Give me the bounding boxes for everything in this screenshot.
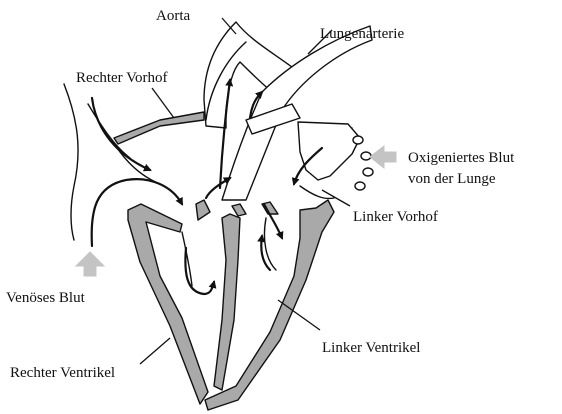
label-linker-vorhof: Linker Vorhof — [353, 209, 438, 225]
pulmonary-vein-opening-1 — [353, 136, 363, 144]
aortic-valve — [232, 204, 246, 216]
pulmonary-vein-opening-2 — [361, 152, 371, 160]
label-oxigeniertes-blut: Oxigeniertes Blut — [408, 150, 515, 166]
label-rechter-vorhof: Rechter Vorhof — [76, 70, 168, 86]
label-linker-ventrikel: Linker Ventrikel — [322, 340, 420, 356]
superior-vena-cava-outer — [64, 84, 78, 240]
pulmonary-vein-opening-4 — [355, 182, 365, 190]
tricuspid-valve — [196, 200, 210, 220]
right-atrium-roof — [114, 112, 204, 144]
right-ventricle-outer-wall — [128, 204, 208, 404]
leader-rechter-vorhof — [152, 88, 174, 118]
venous-inflow-arrow — [76, 252, 104, 276]
label-aorta: Aorta — [156, 8, 190, 24]
great-vessels — [204, 22, 373, 200]
oxygenated-inflow-arrow — [370, 146, 396, 168]
label-venoeses-blut: Venöses Blut — [6, 290, 86, 306]
pulmonary-vein-bundle — [298, 122, 360, 180]
label-von-der-lunge: von der Lunge — [408, 171, 496, 187]
label-rechter-ventrikel: Rechter Ventrikel — [10, 365, 115, 381]
pulmonary-vein-opening-3 — [363, 168, 373, 176]
flow-arrow-left-ventricle-up — [261, 236, 270, 270]
left-ventricle-inner-line — [264, 218, 276, 270]
label-lungenarterie: Lungenarterie — [320, 26, 404, 42]
leader-rechter-ventrikel — [140, 338, 170, 364]
interventricular-septum — [214, 214, 240, 390]
left-atrium-upper-wall — [300, 186, 334, 199]
